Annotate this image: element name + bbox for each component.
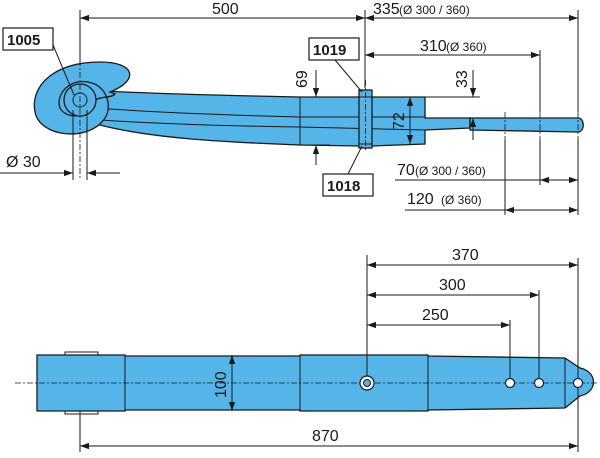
- hole-300: [533, 377, 545, 389]
- dim-300: 300: [439, 277, 466, 294]
- dim-500: 500: [212, 1, 239, 18]
- hole-370: [572, 377, 584, 389]
- top-view: 370 300 250 100 870: [15, 247, 598, 452]
- dim-335: 335: [373, 1, 400, 18]
- dim-370: 370: [452, 247, 479, 264]
- dim-310-note: (Ø 360): [446, 40, 487, 54]
- spring-second-leaf: [94, 107, 425, 118]
- part-number-1019: 1019: [313, 42, 346, 59]
- dim-250: 250: [422, 307, 449, 324]
- part-label-1005: 1005: [2, 27, 75, 96]
- part-number-1005: 1005: [7, 32, 40, 49]
- dim-120-note: (Ø 360): [441, 193, 482, 207]
- center-bolt-top-inner: [363, 379, 371, 387]
- part-number-1018: 1018: [327, 178, 360, 195]
- part-label-1018: 1018: [322, 145, 374, 197]
- side-view: 500 335 (Ø 300 / 360) 310 (Ø 360) 69 33 …: [0, 1, 584, 215]
- dim-870: 870: [312, 428, 339, 445]
- dim-72: 72: [391, 112, 408, 130]
- hole-250: [504, 377, 516, 389]
- dim-100: 100: [213, 371, 230, 398]
- dim-120: 120: [407, 191, 434, 208]
- dim-70: 70: [397, 162, 415, 179]
- dim-eye-diameter: Ø 30: [6, 154, 41, 171]
- dim-33: 33: [454, 70, 471, 88]
- dim-335-note: (Ø 300 / 360): [399, 3, 470, 17]
- part-label-1019: 1019: [308, 37, 363, 93]
- dim-310: 310: [420, 38, 447, 55]
- spring-end-tip: [469, 117, 584, 133]
- dim-69: 69: [294, 70, 311, 88]
- spring-leaf-separator: [99, 119, 426, 131]
- dim-70-note: (Ø 300 / 360): [415, 164, 486, 178]
- eye-outline-top: [64, 351, 99, 415]
